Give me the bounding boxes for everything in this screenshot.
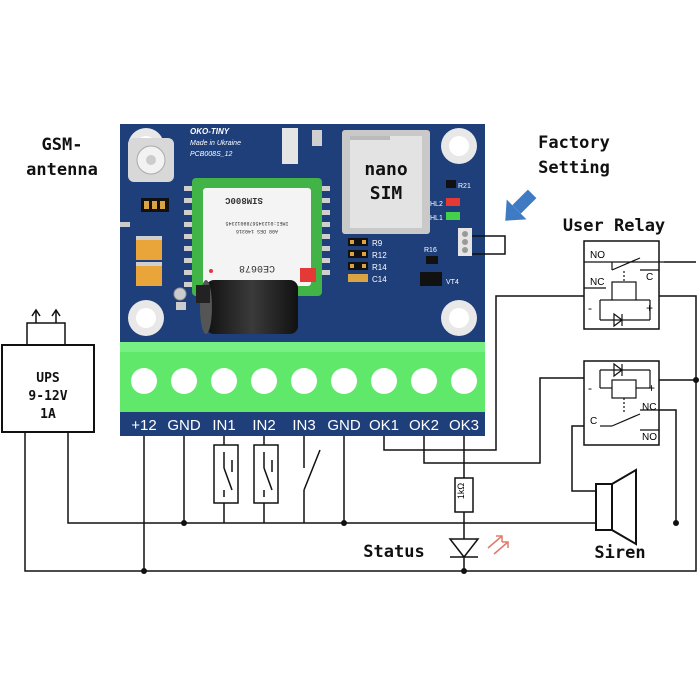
jumper-loop [472, 235, 506, 255]
board-pcb: PCB008S_12 [190, 151, 233, 158]
reed-sensor-in2 [253, 444, 279, 504]
antenna-label-1: GSM- [42, 135, 83, 155]
module-id-1: A08 DES 140316 [236, 228, 278, 234]
antenna-label-2: antenna [26, 160, 98, 180]
wiring [24, 261, 697, 572]
terminal-top [120, 342, 485, 352]
resistor-value: 1kΩ [456, 483, 466, 500]
antenna-connector [128, 138, 174, 182]
sim-holder: nano SIM [342, 130, 430, 234]
gsm-module: CE0678 A08 DES 140316 IMEI:0123456789012… [184, 178, 330, 296]
c3-part [176, 302, 186, 310]
module-id-2: IMEI:0123456789012345 [225, 220, 288, 226]
factory-label-2: Setting [538, 158, 610, 178]
nano-label: nano [364, 159, 407, 180]
siren-relay-minus: - [588, 381, 592, 395]
terminal-gnd-2: GND [327, 417, 361, 434]
electrolytic-capacitor [196, 280, 298, 334]
user-relay-no: NO [590, 250, 605, 261]
user-relay-label: User Relay [563, 216, 665, 236]
terminal-in2: IN2 [252, 417, 275, 434]
user-relay-nc: NC [590, 277, 604, 288]
ups-label-3: 1A [40, 407, 56, 422]
ref-hl2: HL2 [430, 201, 443, 208]
status-label: Status [363, 542, 424, 562]
ups-plug-icon [26, 308, 66, 346]
terminal-gnd-1: GND [167, 417, 201, 434]
ref-vt4: VT4 [446, 279, 459, 286]
terminal-ok1: OK1 [369, 417, 399, 434]
ref-c14: C14 [372, 275, 387, 284]
user-relay: NO NC C - + [583, 240, 664, 330]
siren-relay-no: NO [642, 432, 657, 443]
resistor-array: R9 R12 R14 C14 [348, 238, 387, 284]
ups-label-2: 9-12V [28, 389, 67, 404]
board-name: OKO-TINY [190, 127, 230, 136]
pin-header [282, 128, 298, 164]
user-relay-c: C [646, 272, 653, 283]
led-red [446, 198, 460, 206]
smd-parts-left [120, 198, 169, 286]
sim-label: SIM [370, 183, 403, 204]
ref-r21: R21 [458, 183, 471, 190]
siren-relay-nc: NC [642, 402, 656, 413]
status-led-icon [448, 535, 509, 559]
terminal-ok3: OK3 [449, 417, 479, 434]
ref-r14: R14 [372, 263, 387, 272]
terminal-in1: IN1 [212, 417, 235, 434]
switch-in3 [298, 449, 321, 500]
terminal-ok2: OK2 [409, 417, 439, 434]
ups-label-1: UPS [36, 371, 60, 386]
ref-r16: R16 [424, 247, 437, 254]
transistor-area: R16 VT4 [420, 247, 459, 286]
reed-sensor-in1 [213, 444, 239, 504]
ref-r9: R9 [372, 239, 383, 248]
factory-arrow-icon [505, 189, 537, 221]
led-green [446, 212, 460, 220]
terminal-in3: IN3 [292, 417, 315, 434]
ref-hl1: HL1 [430, 215, 443, 222]
siren-relay: - + NC C NO [583, 360, 660, 446]
terminal-label-strip [120, 412, 485, 436]
ref-r12: R12 [372, 251, 387, 260]
small-capacitor [173, 287, 187, 301]
siren-label: Siren [594, 543, 645, 563]
smd-top [312, 130, 322, 146]
junction-dots [141, 377, 699, 574]
factory-jumper [458, 228, 472, 256]
ups-box [1, 344, 95, 433]
siren-relay-plus: + [648, 381, 655, 395]
module-name: SIM800C [225, 195, 263, 205]
status-resistor: 1kΩ [454, 477, 474, 513]
terminal-screws [131, 368, 477, 394]
module-ce-mark: CE0678 [239, 262, 275, 273]
siren-relay-c: C [590, 416, 597, 427]
terminal-plus12: +12 [131, 417, 156, 434]
status-leds: R21 HL2 HL1 [430, 180, 471, 222]
user-relay-minus: - [588, 301, 592, 315]
board-made: Made in Ukraine [190, 140, 241, 147]
user-relay-plus: + [646, 301, 653, 315]
siren-speaker-icon [595, 468, 637, 546]
terminal-labels: +12 GND IN1 IN2 IN3 GND OK1 OK2 OK3 [131, 417, 479, 434]
factory-label-1: Factory [538, 133, 610, 153]
